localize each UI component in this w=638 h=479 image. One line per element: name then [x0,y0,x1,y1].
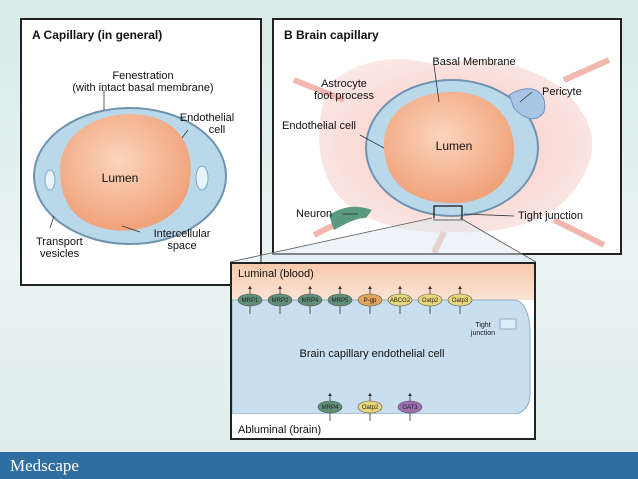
lumen-area [384,91,515,204]
transporter-mrp4: MRP4 [317,393,343,421]
arrow-head [338,286,342,289]
panel-a-capillary-general: A Capillary (in general) Fenestration (w… [20,18,262,286]
vesicle-shape [195,165,209,191]
transporter-oval [297,293,323,307]
transporter-oval [357,293,383,307]
transporter-mrp5: MRP5 [327,286,353,314]
leader-line [433,64,440,103]
arrow-head [398,286,402,289]
transporter-oat3: OAT3 [397,393,423,421]
luminal-transporters: MRP1 MRP2 MRP4 MRP5 P-gp ABCG2 Oatp2 Oatp3 [237,286,473,314]
transporter-oval [387,293,413,307]
transporter-oval [317,400,343,414]
transporter-oval [237,293,263,307]
leader-line [121,225,141,233]
arrow-head [328,393,332,396]
transporter-label: P-gp [364,298,377,304]
fenestration-label: Fenestration [112,70,174,82]
transporter-label: MRP4 [322,405,339,411]
transporter-mrp4: MRP4 [297,286,323,314]
arrow-head [428,286,432,289]
transporter-oval [357,400,383,414]
fenestration-note: (with intact basal membrane) [72,82,214,94]
lumen-label: Lumen [101,171,139,185]
capillary-illustration [33,90,227,245]
transporter-oatp2: Oatp2 [417,286,443,314]
transporter-oval [447,293,473,307]
transporter-label: OAT3 [402,405,418,411]
tight-junction-shape [499,318,517,330]
abluminal-transporters: MRP4 Oatp2 OAT3 [317,393,423,421]
neuron-shape [329,206,372,230]
transporter-label: Oatp3 [452,298,469,304]
intercellular-space-label-line2: space [167,240,197,252]
endothelial-label-line2: cell [208,124,226,136]
tight-junction-label: Tight junction [518,210,584,222]
cell-label: Brain capillary endothelial cell [299,348,445,360]
leader-line [49,215,55,229]
arrow-head [368,286,372,289]
footer-bar: Medscape [0,452,638,479]
endothelial-cell-body [232,299,531,415]
transporter-oval [417,293,443,307]
transporter-label: MRP4 [302,298,319,304]
lumen-label: Lumen [435,139,473,153]
leader-line [359,134,385,149]
transporter-label: MRP5 [332,298,349,304]
basal-membrane-label: Basal Membrane [432,56,516,68]
transporter-mrp1: MRP1 [237,286,263,314]
arrow-head [308,286,312,289]
leader-line [181,129,189,139]
tight-junction-c-label: Tight [475,322,491,329]
arrow-head [408,393,412,396]
abluminal-region [232,414,534,438]
transporter-oval [327,293,353,307]
transporter-oval [267,293,293,307]
vesicle-shape [44,169,56,191]
transporter-label: Oatp2 [422,298,439,304]
astrocyte-label-line2: foot process [314,90,374,102]
tight-junction-c-label-line2: junction [470,330,496,337]
transporter-label: MRP1 [242,298,259,304]
transporter-label: MRP2 [272,298,289,304]
endothelial-cell-label: Endothelial cell [282,120,356,132]
leader-line [463,213,515,217]
pericyte-label: Pericyte [542,86,582,98]
transporter-oatp3: Oatp3 [447,286,473,314]
transporter-oatp2: Oatp2 [357,393,383,421]
arrow-head [248,286,252,289]
transporter-label: Oatp2 [362,405,379,411]
panel-a-title: A Capillary (in general) [32,28,163,42]
luminal-label: Luminal (blood) [238,268,314,280]
transport-vesicles-label-line2: vesicles [40,248,80,260]
brain-capillary-illustration [292,57,611,253]
transporter-oval [397,400,423,414]
lumen-area [60,114,191,231]
panel-b-title: B Brain capillary [284,28,379,42]
panel-b-brain-capillary: B Brain capillary Basal Membrane Astrocy… [272,18,622,255]
transport-vesicles-label: Transport [36,236,83,248]
transporter-abcg2: ABCG2 [387,286,413,314]
astrocyte-label: Astrocyte [321,78,367,90]
endothelial-label: Endothelial [179,112,235,124]
arrow-head [368,393,372,396]
intercellular-space-label: Intercellular [153,228,211,240]
pericyte-shape [508,88,546,120]
abluminal-label: Abluminal (brain) [238,424,322,436]
arrow-head [458,286,462,289]
neuron-label: Neuron [296,208,333,220]
leader-line [519,91,533,103]
medscape-logo: Medscape [10,456,79,475]
transporter-p-gp: P-gp [357,286,383,314]
arrow-head [278,286,282,289]
transporter-mrp2: MRP2 [267,286,293,314]
transporter-label: ABCG2 [390,298,411,304]
